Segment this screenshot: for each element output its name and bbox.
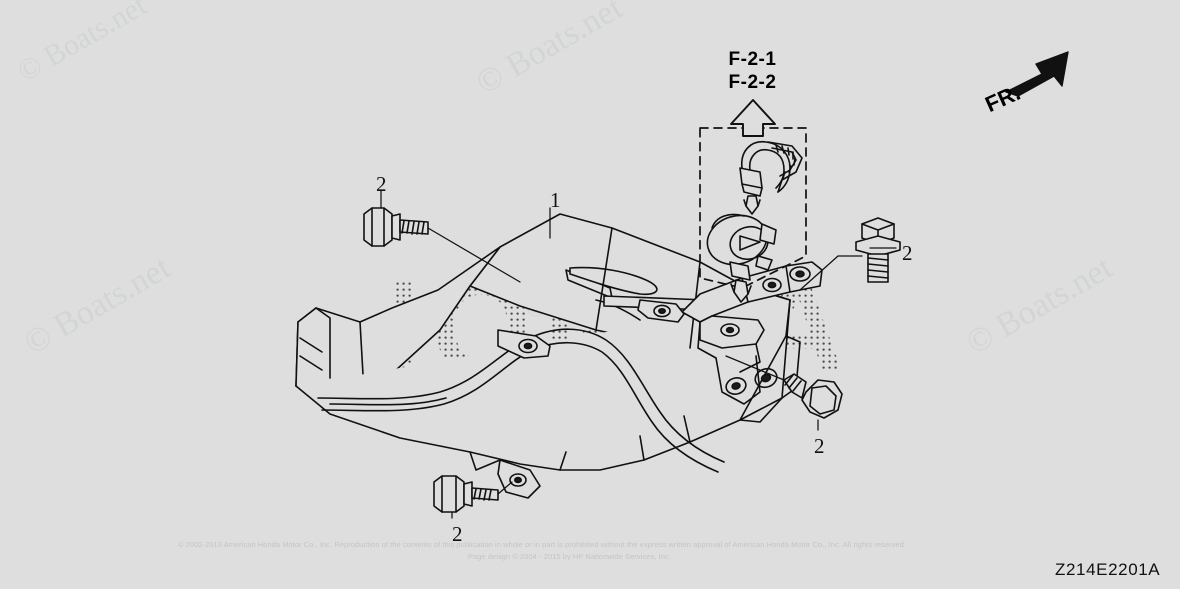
part-mounting-bracket xyxy=(637,261,823,405)
part-cable-clamp xyxy=(739,141,803,215)
front-direction-arrow xyxy=(1005,51,1069,97)
part-flange-bolt-upper-right xyxy=(855,217,901,283)
callout-2-bolt-lower-right: 2 xyxy=(814,434,825,458)
part-flange-bolt-lower-right xyxy=(783,373,843,419)
group-up-arrow xyxy=(730,99,776,137)
group-reference-box xyxy=(699,127,807,289)
page-design-notice: Page design © 2004 - 2015 by HP Nationwi… xyxy=(468,552,671,561)
callout-2-bolt-upper-left: 2 xyxy=(376,172,387,196)
group-ref-f-2-2: F-2-2 xyxy=(728,72,777,94)
callout-1-cover: 1 xyxy=(550,188,561,212)
diagram-part-number: Z214E2201A xyxy=(1055,560,1161,579)
part-flange-bolt-upper-left xyxy=(363,207,429,247)
part-ring-clamp xyxy=(706,213,777,303)
part-flange-bolt-lower-left xyxy=(433,475,499,513)
callout-2-bolt-lower-left: 2 xyxy=(452,522,463,546)
leader-lines xyxy=(380,189,897,519)
copyright-notice: © 2002-2013 American Honda Motor Co., In… xyxy=(178,540,906,549)
group-reference-labels: F-2-1 F-2-2 xyxy=(690,48,815,94)
group-ref-f-2-1: F-2-1 xyxy=(728,49,777,70)
callout-2-bolt-upper-right: 2 xyxy=(902,241,913,265)
part-engine-cover xyxy=(295,213,801,499)
